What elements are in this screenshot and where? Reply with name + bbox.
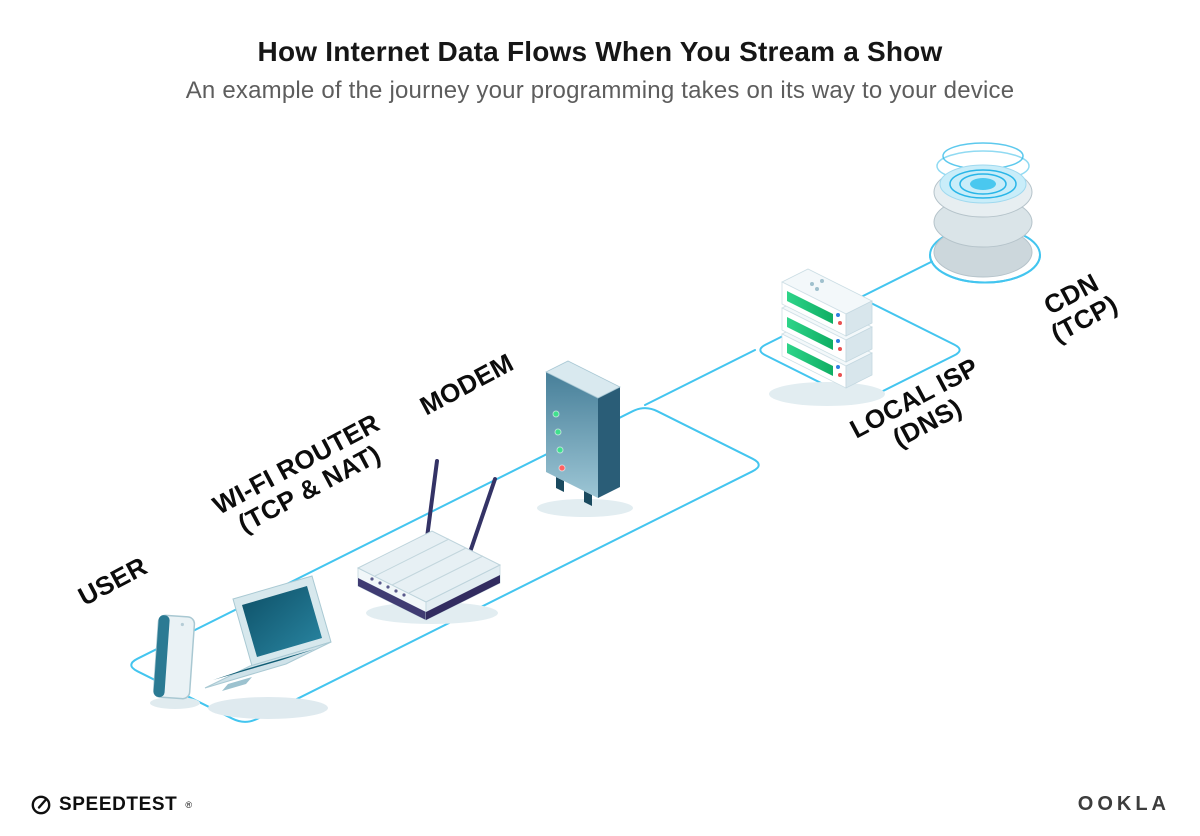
modem-shadow [537, 499, 633, 517]
cdn-top-core [970, 178, 996, 190]
modem-icon [537, 360, 633, 517]
laptop-shadow [208, 697, 328, 719]
user-device-group [150, 575, 332, 719]
laptop-icon [204, 575, 332, 691]
phone-camera-dot [180, 622, 184, 627]
cdn-database-icon [933, 142, 1033, 278]
speedtest-wordmark: SPEEDTEST [59, 793, 178, 815]
ground-ring-cdn-front [929, 254, 1041, 284]
isp-server-icon [769, 268, 885, 406]
wifi-router-icon [356, 459, 502, 624]
modem-led-4 [558, 464, 566, 472]
router-top-seams [374, 538, 484, 594]
header: How Internet Data Flows When You Stream … [0, 36, 1200, 105]
phone-screen-edge [153, 615, 170, 698]
server-green-panel [787, 291, 833, 324]
server-led-blue [836, 339, 840, 343]
page-subtitle: An example of the journey your programmi… [185, 77, 1015, 104]
modem-led-2 [554, 428, 562, 436]
phone-icon [152, 614, 196, 700]
server-led-blue [836, 365, 840, 369]
ground-loop-user-modem [130, 407, 760, 723]
speedtest-gauge-icon [31, 795, 51, 814]
server-led-red [838, 373, 842, 377]
phone-shadow [150, 697, 200, 709]
modem-foot-right [584, 491, 592, 506]
router-status-leds [370, 577, 406, 597]
server-top-ports [810, 279, 824, 291]
server-led-red [838, 347, 842, 351]
server-led-red [838, 321, 842, 325]
router-antenna-right [466, 477, 497, 560]
cdn-top-ring-outer [949, 169, 1017, 199]
ookla-wordmark: OOKLA [1077, 793, 1170, 815]
modem-led-3 [556, 446, 564, 454]
cdn-top-ring-inner [959, 173, 1007, 195]
server-unit-top [781, 268, 873, 337]
server-shadow [769, 382, 885, 406]
footer: SPEEDTEST ® OOKLA [0, 793, 1200, 816]
modem-side-right [598, 387, 620, 498]
speedtest-logo: SPEEDTEST ® [30, 794, 193, 816]
router-face-right-trim [426, 575, 500, 620]
laptop-screen [242, 586, 322, 657]
router-face-left-trim [358, 578, 426, 620]
server-green-panel [787, 317, 833, 350]
modem-top [545, 360, 621, 399]
page-title: How Internet Data Flows When You Stream … [257, 36, 943, 67]
server-green-panel [787, 343, 833, 376]
server-led-blue [836, 313, 840, 317]
link-isp-cdn [859, 260, 933, 299]
modem-led-1 [552, 410, 560, 418]
laptop-keyboard [213, 649, 315, 680]
laptop-trackpad [222, 677, 252, 691]
link-modem-isp [644, 349, 756, 406]
speedtest-trademark: ® [185, 799, 193, 810]
ookla-logo: OOKLA [1078, 793, 1170, 816]
modem-leds [552, 410, 566, 472]
modem-foot-left [556, 477, 564, 492]
